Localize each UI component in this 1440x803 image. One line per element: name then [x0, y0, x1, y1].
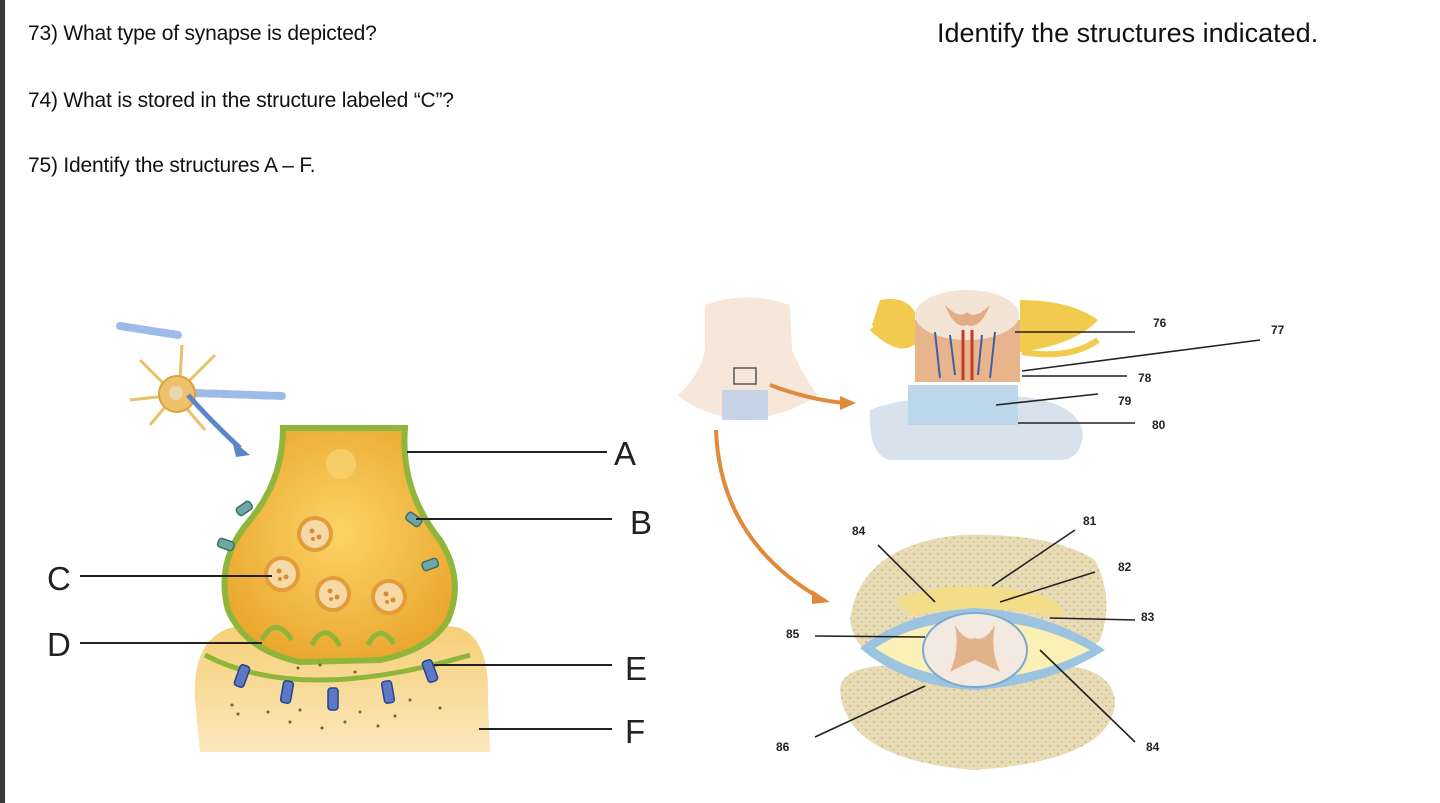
question-73: 73) What type of synapse is depicted?	[28, 22, 377, 45]
label-86: 86	[776, 740, 790, 754]
spinal-cross-section	[840, 534, 1115, 770]
synaptic-vesicles	[264, 516, 407, 615]
left-border	[0, 0, 5, 803]
neurotransmitter-dots	[230, 663, 442, 730]
label-77: 77	[1271, 323, 1285, 337]
receptors	[233, 659, 439, 711]
label-84-top: 84	[852, 524, 866, 538]
label-a: A	[614, 435, 636, 472]
spinal-segment-3d	[869, 290, 1100, 460]
neuron-inset	[116, 322, 286, 457]
page-heading: Identify the structures indicated.	[937, 18, 1319, 48]
label-b: B	[630, 504, 652, 541]
label-e: E	[625, 650, 647, 687]
label-82: 82	[1118, 560, 1132, 574]
question-74: 74) What is stored in the structure labe…	[28, 89, 454, 112]
label-83: 83	[1141, 610, 1155, 624]
label-d: D	[47, 626, 71, 663]
spinal-leader-lines	[814, 331, 1261, 743]
label-76: 76	[1153, 316, 1167, 330]
label-80: 80	[1152, 418, 1166, 432]
label-84-bottom: 84	[1146, 740, 1160, 754]
label-f: F	[625, 713, 645, 750]
label-78: 78	[1138, 371, 1152, 385]
question-75: 75) Identify the structures A – F.	[28, 154, 316, 177]
label-85: 85	[786, 627, 800, 641]
neck-figure	[678, 297, 856, 604]
label-79: 79	[1118, 394, 1132, 408]
ion-channels	[216, 500, 440, 572]
label-c: C	[47, 560, 71, 597]
axon-terminal	[221, 425, 458, 666]
label-81: 81	[1083, 514, 1097, 528]
synapse-leader-lines	[80, 451, 612, 730]
